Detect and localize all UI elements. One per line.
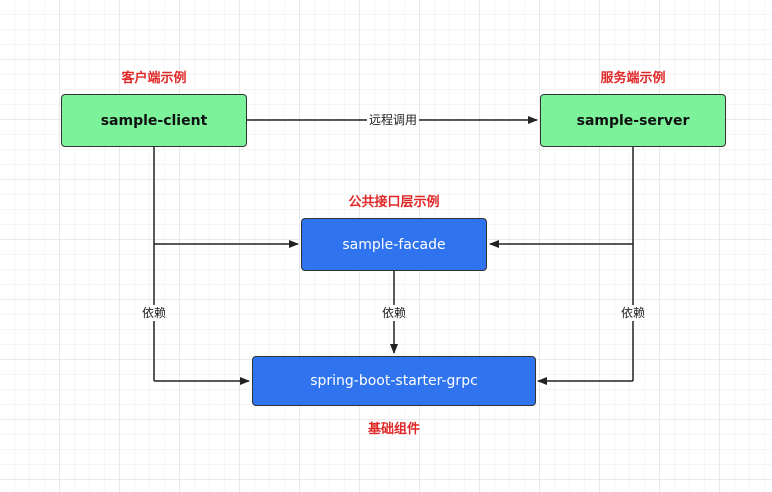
- edge-label-remote-call: 远程调用: [366, 112, 420, 128]
- node-spring-boot-starter-grpc[interactable]: spring-boot-starter-grpc: [252, 356, 536, 406]
- node-sample-facade[interactable]: sample-facade: [301, 218, 487, 271]
- node-sample-client[interactable]: sample-client: [61, 94, 247, 147]
- caption-facade-example: 公共接口层示例: [348, 195, 440, 210]
- caption-server-example: 服务端示例: [600, 71, 666, 86]
- edge-label-depends-center: 依赖: [379, 305, 409, 321]
- caption-client-example: 客户端示例: [121, 71, 187, 86]
- node-sample-server[interactable]: sample-server: [540, 94, 726, 147]
- edge-label-depends-right: 依赖: [618, 305, 648, 321]
- edge-label-depends-left: 依赖: [139, 305, 169, 321]
- caption-base-component: 基础组件: [367, 422, 421, 437]
